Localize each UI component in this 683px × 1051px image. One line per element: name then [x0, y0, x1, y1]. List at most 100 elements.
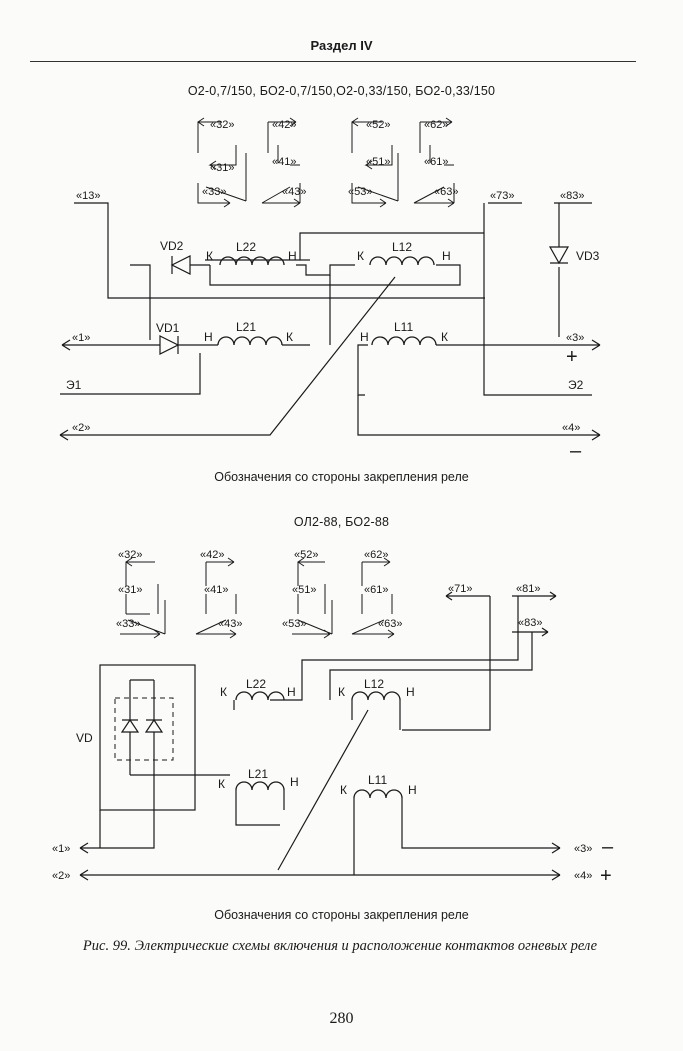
diode-vd3 — [548, 246, 570, 265]
contact-group-6x — [413, 117, 455, 208]
diagram1-title: О2-0,7/150, БО2-0,7/150,О2-0,33/150, БО2… — [187, 84, 496, 98]
coil-l11 — [371, 336, 437, 346]
label-l12: L12 — [392, 240, 412, 254]
contact-33: «33» — [202, 186, 226, 198]
contact-group-4x — [261, 117, 301, 208]
terminal-4: «4» — [562, 422, 580, 434]
figure-caption: Рис. 99. Электрические схемы включения и… — [82, 938, 598, 954]
l11-h: Н — [360, 330, 369, 344]
contact-51: «51» — [292, 584, 316, 596]
terminal-2: «2» — [72, 422, 90, 434]
terminal-13: «13» — [76, 190, 100, 202]
l12-h: Н — [442, 249, 451, 263]
contact-61: «61» — [424, 156, 448, 168]
terminal-e2: Э2 — [568, 378, 584, 392]
minus-sign-1: – — [570, 440, 582, 462]
diagram1-schematic: «32» «42» «52» «62» «31» «41» «51» «61» … — [59, 117, 601, 462]
contact-43: «43» — [218, 618, 242, 630]
terminal-1: «1» — [52, 843, 70, 855]
contact-61: «61» — [364, 584, 388, 596]
terminal-73: «73» — [490, 190, 514, 202]
terminal-81: «81» — [516, 583, 540, 595]
contact-group-5x — [292, 557, 333, 639]
diode-bridge — [120, 679, 230, 800]
terminal-71: «71» — [448, 583, 472, 595]
l12-h: Н — [406, 685, 415, 699]
contact-32: «32» — [210, 119, 234, 131]
contact-41: «41» — [272, 156, 296, 168]
terminal-3: «3» — [574, 843, 592, 855]
diode-vd2 — [170, 255, 191, 275]
contact-62: «62» — [364, 549, 388, 561]
terminal-e1: Э1 — [66, 378, 82, 392]
contact-42: «42» — [272, 119, 296, 131]
contact-31: «31» — [210, 162, 234, 174]
terminal-83: «83» — [518, 617, 542, 629]
vd-bridge-box — [99, 664, 196, 811]
label-vd2: VD2 — [160, 239, 184, 253]
plus-sign-2: + — [600, 865, 612, 887]
l11-h: Н — [408, 783, 417, 797]
l11-k: К — [340, 783, 347, 797]
terminal-2: «2» — [52, 870, 70, 882]
l22-k: К — [220, 685, 227, 699]
coil-l22 — [235, 691, 285, 701]
label-vd3: VD3 — [576, 249, 600, 263]
l22-h: Н — [287, 685, 296, 699]
label-vd: VD — [76, 731, 93, 745]
label-l22: L22 — [246, 677, 266, 691]
contact-63: «63» — [434, 186, 458, 198]
label-l11: L11 — [368, 773, 387, 787]
contact-42: «42» — [200, 549, 224, 561]
l22-h: Н — [288, 249, 297, 263]
label-l22: L22 — [236, 240, 256, 254]
coil-l12 — [369, 256, 435, 266]
minus-sign-2: – — [602, 836, 614, 858]
l11-k: К — [441, 330, 448, 344]
contact-32: «32» — [118, 549, 142, 561]
diagram1-caption: Обозначения со стороны закрепления реле — [214, 470, 469, 484]
contact-group-3x — [197, 117, 247, 208]
contact-51: «51» — [366, 156, 390, 168]
label-l11: L11 — [394, 320, 413, 334]
contact-group-6x — [351, 557, 395, 639]
contact-53: «53» — [282, 618, 306, 630]
diagram2-title: ОЛ2-88, БО2-88 — [293, 515, 390, 529]
diagram2-schematic: «32» «42» «52» «62» «31» «41» «51» «61» … — [52, 549, 614, 887]
contact-group-3x — [120, 557, 166, 639]
contact-52: «52» — [366, 119, 390, 131]
l21-k: К — [286, 330, 293, 344]
coil-l11 — [353, 789, 403, 799]
plus-sign-1: + — [566, 346, 578, 368]
coil-l12 — [351, 691, 401, 701]
diode-vd1 — [159, 335, 180, 355]
l12-k: К — [338, 685, 345, 699]
header-rule — [30, 61, 636, 62]
contact-41: «41» — [204, 584, 228, 596]
contact-group-5x — [351, 117, 399, 208]
label-l21: L21 — [248, 767, 268, 781]
l21-k: К — [218, 777, 225, 791]
l22-k: К — [206, 249, 213, 263]
contact-group-4x — [195, 557, 237, 639]
diagram2-caption: Обозначения со стороны закрепления реле — [214, 908, 469, 922]
terminal-83: «83» — [560, 190, 584, 202]
coil-l21 — [235, 781, 285, 791]
l12-k: К — [357, 249, 364, 263]
label-l21: L21 — [236, 320, 256, 334]
contact-52: «52» — [294, 549, 318, 561]
coil-l21 — [217, 336, 283, 346]
contact-43: «43» — [282, 186, 306, 198]
contact-53: «53» — [348, 186, 372, 198]
l21-h: Н — [290, 775, 299, 789]
contact-63: «63» — [378, 618, 402, 630]
terminal-3: «3» — [566, 332, 584, 344]
label-l12: L12 — [364, 677, 384, 691]
contact-31: «31» — [118, 584, 142, 596]
l21-h: Н — [204, 330, 213, 344]
coil-l22 — [219, 256, 285, 266]
page-number: 280 — [329, 1010, 354, 1027]
terminal-1: «1» — [72, 332, 90, 344]
section-header: Раздел IV — [310, 38, 373, 53]
contact-33: «33» — [116, 618, 140, 630]
